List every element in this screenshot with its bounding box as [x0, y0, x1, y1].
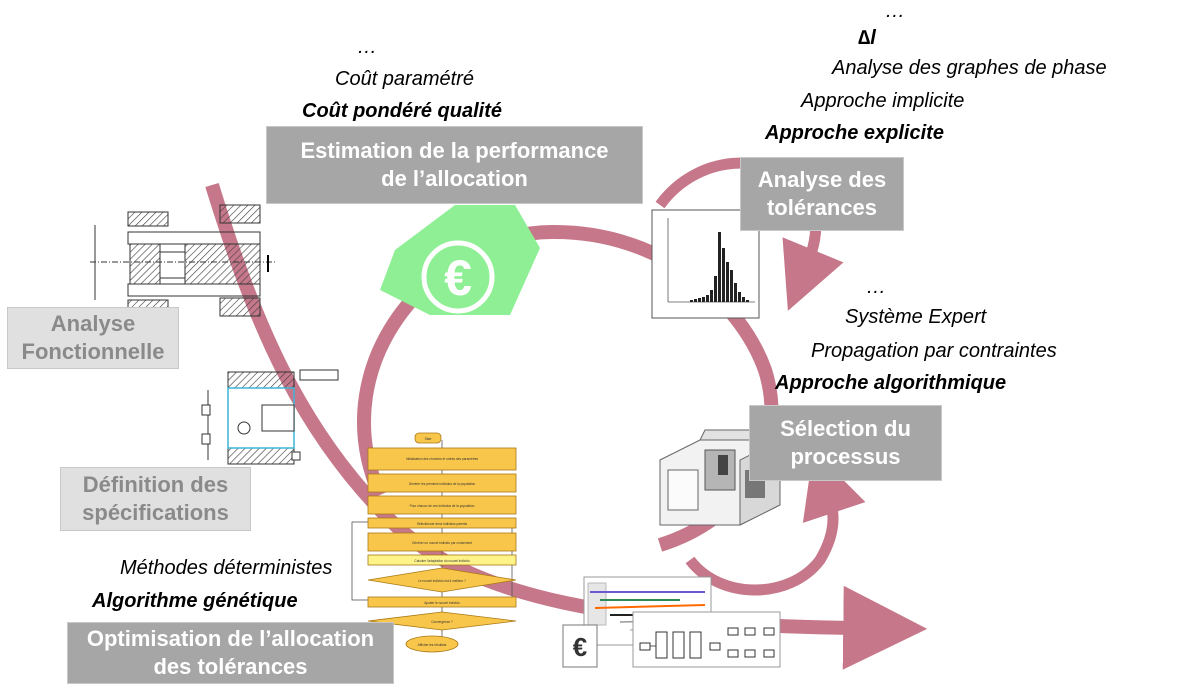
svg-text:Sélectionner deux individus pa: Sélectionner deux individus parents — [417, 522, 468, 526]
euro-icon: € — [380, 205, 540, 315]
specification-definition-label: Définition des spécifications — [60, 467, 251, 531]
estimation-method-ellipsis: … — [357, 36, 377, 58]
svg-text:Générer les premiers individus: Générer les premiers individus de la pop… — [409, 482, 476, 486]
svg-text:Ajouter le nouvel individu: Ajouter le nouvel individu — [424, 601, 460, 605]
tolerance-analysis-label: Analyse des tolérances — [740, 157, 904, 231]
flowchart-step — [405, 635, 459, 653]
flowchart-step — [414, 432, 442, 444]
functional-analysis-label: Analyse Fonctionnelle — [7, 307, 179, 369]
part-drawing-icon — [201, 369, 339, 465]
svg-text:€: € — [573, 632, 587, 662]
analysis-method-implicit: Approche implicite — [801, 90, 965, 112]
estimation-performance-label: Estimation de la performance de l’alloca… — [266, 126, 643, 204]
svg-text:Start: Start — [425, 437, 432, 441]
process-method-expert-system: Système Expert — [845, 306, 987, 328]
flowchart-step — [367, 517, 517, 529]
process-selection-loop-arrow — [685, 449, 866, 596]
svg-text:Le nouvel individu est-il meil: Le nouvel individu est-il meilleur ? — [418, 579, 466, 583]
process-method-constraint-propagation: Propagation par contraintes — [811, 340, 1057, 362]
analysis-method-delta-l: ∆l — [858, 27, 876, 49]
process-method-ellipsis: … — [866, 276, 886, 298]
optimization-method-genetic: Algorithme génétique — [92, 590, 298, 612]
svg-text:Générer un nouvel individu par: Générer un nouvel individu par croisemen… — [412, 541, 472, 545]
estimation-method-cout-parametre: Coût paramétré — [335, 68, 474, 90]
svg-text:Pour chacun de ces individus d: Pour chacun de ces individus de la popul… — [410, 504, 475, 508]
process-selection-label: Sélection du processus — [749, 405, 942, 481]
analysis-method-ellipsis: … — [885, 0, 905, 22]
svg-text:€: € — [444, 250, 472, 306]
assembly-drawing-icon — [90, 204, 275, 317]
svg-text:Convergence ?: Convergence ? — [431, 620, 453, 624]
flowchart-step — [367, 554, 517, 566]
optimization-method-deterministic: Méthodes déterministes — [120, 557, 333, 579]
tolerance-allocation-optimization-label: Optimisation de l’allocation des toléran… — [67, 622, 394, 684]
estimation-method-cout-pondere-qualite: Coût pondéré qualité — [302, 100, 502, 122]
process-graph-icon — [632, 611, 781, 668]
analysis-method-explicit: Approche explicite — [765, 122, 944, 144]
euro-icon: € — [562, 624, 598, 668]
flowchart-step — [367, 532, 517, 552]
flowchart-step — [367, 495, 517, 515]
flowchart-icon: Start Initialisation des chromes et ordr… — [351, 432, 517, 653]
flowchart-step — [367, 447, 517, 471]
flowchart-step — [367, 473, 517, 493]
svg-text:Afficher les résultats: Afficher les résultats — [418, 643, 447, 647]
analysis-method-phase-graphs: Analyse des graphes de phase — [832, 57, 1107, 79]
flowchart-step — [367, 596, 517, 608]
flowchart-step — [367, 567, 517, 593]
process-method-algorithmic: Approche algorithmique — [775, 372, 1007, 394]
svg-text:Calculer l'adaptation du nouve: Calculer l'adaptation du nouvel individu — [414, 559, 469, 563]
flowchart-step — [367, 611, 517, 631]
svg-text:Initialisation des chromes et: Initialisation des chromes et ordres des… — [406, 457, 479, 461]
